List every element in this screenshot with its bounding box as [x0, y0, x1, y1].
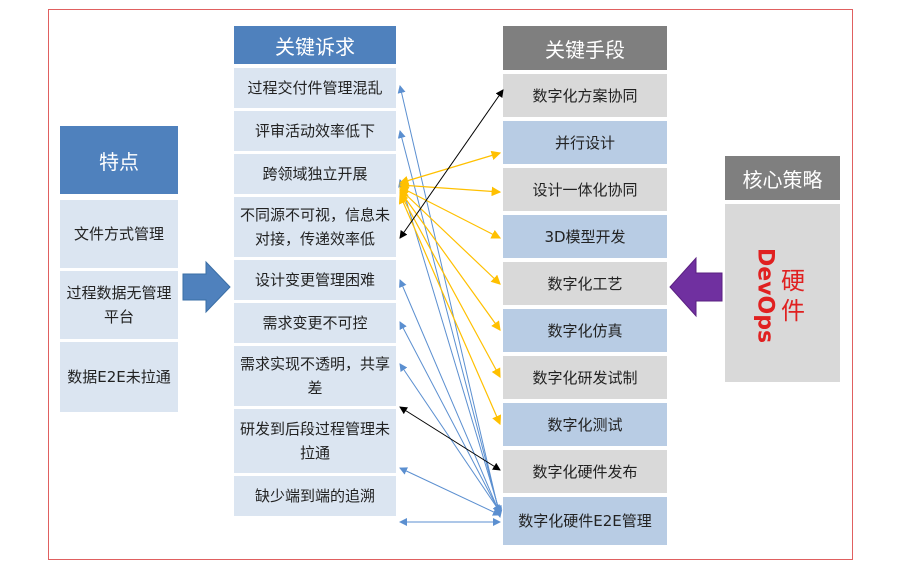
- demand-item: 跨领域独立开展: [234, 154, 396, 194]
- demand-item: 评审活动效率低下: [234, 111, 396, 151]
- demand-item: 设计变更管理困难: [234, 260, 396, 300]
- features-to-demands-arrow: [182, 260, 231, 314]
- demand-item: 缺少端到端的追溯: [234, 476, 396, 516]
- feature-item: 文件方式管理: [60, 200, 178, 268]
- connector-line: [398, 150, 502, 186]
- connector-line: [399, 188, 501, 285]
- means-item: 数字化硬件E2E管理: [503, 497, 667, 545]
- hardware-label-text: 硬件: [781, 267, 805, 325]
- means-item: 数字化仿真: [503, 309, 667, 352]
- connector-line: [399, 89, 504, 239]
- feature-item: 过程数据无管理平台: [60, 271, 178, 339]
- means-item: 设计一体化协同: [503, 168, 667, 211]
- connector-line: [399, 467, 501, 516]
- demand-item: 需求实现不透明，共享差: [234, 346, 396, 406]
- strategy-panel: [725, 204, 840, 382]
- connector-line: [397, 85, 503, 518]
- connector-line: [399, 406, 501, 471]
- demand-item: 过程交付件管理混乱: [234, 68, 396, 108]
- means-item: 并行设计: [503, 121, 667, 164]
- strategy-to-means-arrow: [669, 256, 723, 318]
- means-item: 数字化测试: [503, 403, 667, 446]
- black-connectors: [399, 89, 504, 471]
- connector-line: [399, 279, 501, 515]
- demand-item: 不同源不可视，信息未对接，传递效率低: [234, 197, 396, 257]
- diagram-frame: [48, 9, 853, 560]
- blue-connectors: [397, 85, 503, 526]
- means-item: 数字化工艺: [503, 262, 667, 305]
- means-header: 关键手段: [503, 26, 667, 70]
- features-header: 特点: [60, 126, 178, 194]
- feature-item: 数据E2E未拉通: [60, 342, 178, 412]
- demands-header: 关键诉求: [234, 26, 396, 64]
- devops-label: DevOps: [752, 248, 778, 344]
- means-item: 数字化方案协同: [503, 74, 667, 117]
- demand-item: 需求变更不可控: [234, 303, 396, 343]
- hardware-label: 硬件: [781, 256, 811, 336]
- strategy-header: 核心策略: [725, 156, 840, 200]
- means-item: 数字化硬件发布: [503, 450, 667, 493]
- demand-item: 研发到后段过程管理未拉通: [234, 409, 396, 473]
- means-item: 数字化研发试制: [503, 356, 667, 399]
- yellow-connectors: [398, 150, 502, 426]
- connector-line: [399, 191, 501, 379]
- means-item: 3D模型开发: [503, 215, 667, 258]
